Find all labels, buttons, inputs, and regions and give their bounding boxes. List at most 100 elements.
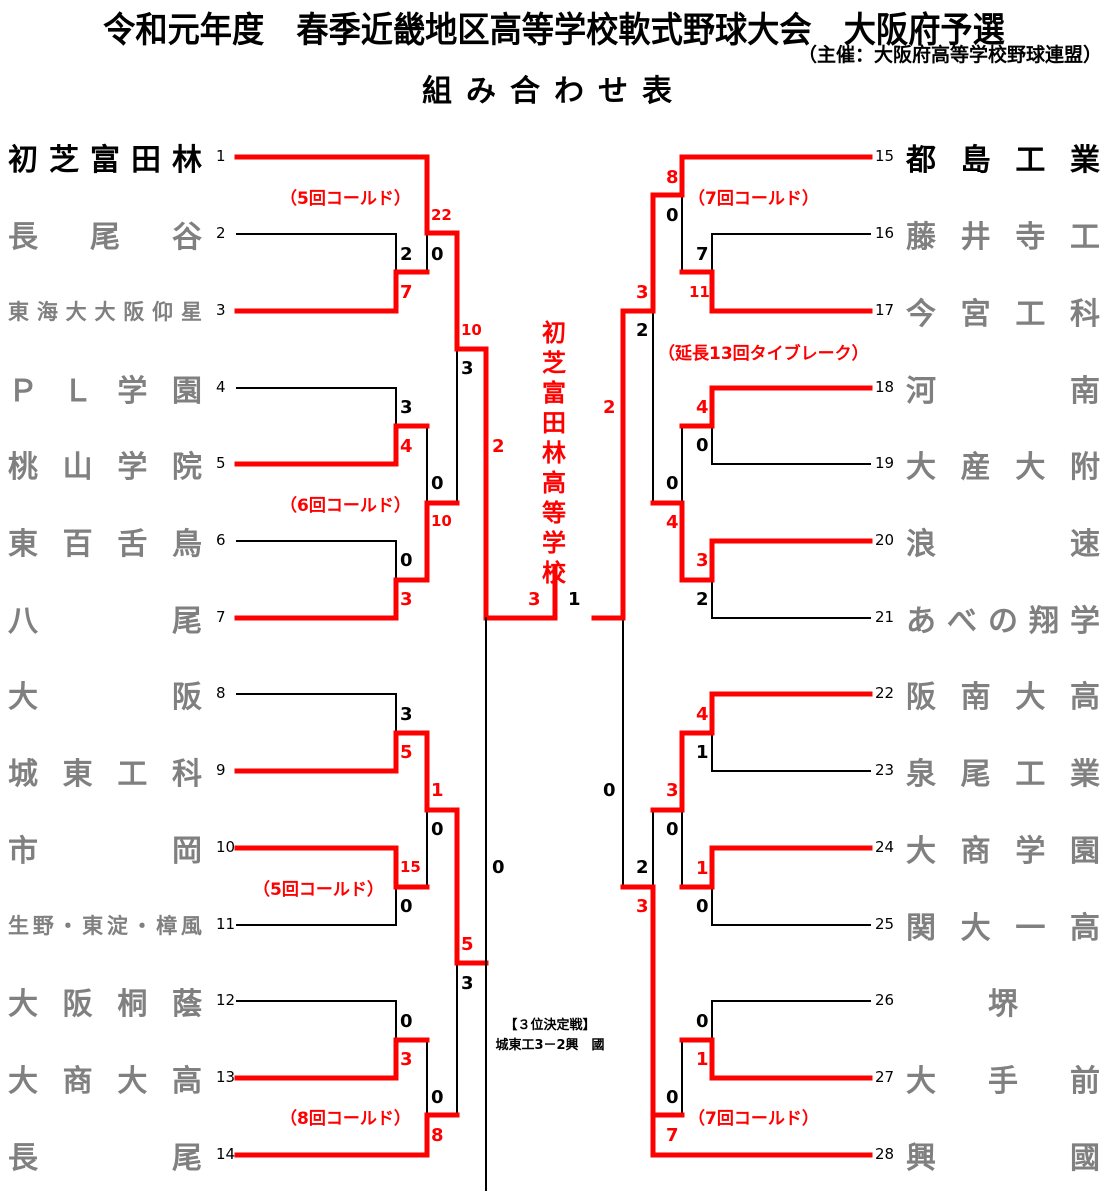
team-name-char: 大 bbox=[1015, 450, 1046, 485]
score: 0 bbox=[666, 205, 679, 226]
seed-number: 4 bbox=[216, 378, 226, 396]
team-name-char: 南 bbox=[1070, 374, 1100, 409]
team-name-char: 蔭 bbox=[171, 987, 202, 1022]
score: 0 bbox=[431, 473, 444, 494]
team-name-char: 商 bbox=[960, 834, 991, 869]
team-name-char: 桃 bbox=[8, 450, 38, 485]
team-name-char: 工 bbox=[1015, 297, 1046, 332]
score: 4 bbox=[696, 704, 709, 725]
game-note: （8回コールド） bbox=[280, 1109, 411, 1129]
score: 3 bbox=[696, 550, 709, 571]
score: 3 bbox=[400, 397, 413, 418]
team-name-char: 田 bbox=[131, 143, 161, 178]
line-team-2 bbox=[236, 233, 397, 273]
win-team-27 bbox=[679, 1037, 873, 1081]
team-name-char: 阪 bbox=[62, 987, 93, 1022]
team-name-char: 島 bbox=[960, 143, 991, 178]
line-team-8 bbox=[236, 693, 397, 734]
team-name-char: 東 bbox=[82, 914, 104, 938]
page-subtitle: 組み合わせ表 bbox=[422, 74, 686, 109]
team-name-char: 今 bbox=[906, 297, 936, 332]
team-name-char: 堺 bbox=[988, 987, 1018, 1022]
team-name-char: 生 bbox=[8, 914, 29, 938]
team-name-char: 工 bbox=[1015, 143, 1046, 178]
team-name-char: 大 bbox=[960, 911, 991, 946]
win-team-10 bbox=[234, 845, 430, 890]
team-name-char: 市 bbox=[8, 834, 38, 869]
team-name-char: 園 bbox=[171, 374, 202, 409]
score: 3 bbox=[400, 1049, 413, 1070]
team-name: 城東工科 bbox=[8, 751, 202, 792]
team-name: 長尾谷 bbox=[8, 214, 202, 255]
score: 1 bbox=[696, 742, 709, 763]
score: 1 bbox=[431, 780, 444, 801]
seed-number: 6 bbox=[216, 531, 226, 549]
third-place-box: 【３位決定戦】 城東工3－2興 國 bbox=[470, 1016, 630, 1056]
win-team-22 bbox=[650, 691, 873, 813]
team-name-char: 学 bbox=[117, 374, 148, 409]
team-name-char: べ bbox=[947, 604, 977, 639]
seed-number: 22 bbox=[875, 684, 895, 702]
line-team-21 bbox=[711, 579, 871, 619]
score: 0 bbox=[666, 473, 679, 494]
team-name-char: 阪 bbox=[123, 300, 145, 324]
score: 0 bbox=[696, 1011, 709, 1032]
score: 2 bbox=[400, 244, 413, 265]
team-name-char: ・ bbox=[57, 914, 79, 938]
team-name-char: 南 bbox=[960, 680, 991, 715]
score: 5 bbox=[400, 742, 413, 763]
team-name-char: 学 bbox=[117, 450, 148, 485]
win-team-3 bbox=[234, 269, 430, 314]
team-name-char: 速 bbox=[1070, 527, 1100, 562]
team-name-char: 芝 bbox=[49, 143, 79, 178]
score: 2 bbox=[603, 397, 616, 418]
team-name-char: 星 bbox=[180, 300, 202, 324]
score: 5 bbox=[461, 934, 474, 955]
team-name: 関大一高 bbox=[906, 905, 1100, 946]
seed-number: 12 bbox=[216, 991, 236, 1009]
win-team-14 bbox=[234, 1112, 460, 1158]
team-name-char: 國 bbox=[1070, 1141, 1100, 1176]
team-name-char: 学 bbox=[1015, 834, 1046, 869]
win-team-13 bbox=[234, 1037, 430, 1081]
organizer-label: （主催：大阪府高等学校野球連盟） bbox=[797, 44, 1102, 66]
seed-number: 28 bbox=[875, 1145, 895, 1163]
team-name-char: 工 bbox=[117, 757, 148, 792]
team-name-char: 商 bbox=[62, 1064, 93, 1099]
team-name-char: 院 bbox=[171, 450, 202, 485]
seed-number: 1 bbox=[216, 147, 226, 165]
seed-number: 16 bbox=[875, 224, 895, 242]
team-name-char: 宮 bbox=[960, 297, 991, 332]
team-name-char: 大 bbox=[906, 834, 936, 869]
game-note: （5回コールド） bbox=[253, 880, 384, 900]
team-name-char: 翔 bbox=[1029, 604, 1059, 639]
team-name: 初芝富田林 bbox=[8, 137, 202, 178]
team-name-char: 高 bbox=[1069, 680, 1100, 715]
team-name-char: 尾 bbox=[90, 220, 120, 255]
line-team-26 bbox=[711, 1000, 871, 1041]
seed-number: 21 bbox=[875, 608, 895, 626]
score: 7 bbox=[666, 1125, 679, 1146]
score: 3 bbox=[461, 973, 474, 994]
score: 0 bbox=[696, 435, 709, 456]
score: 3 bbox=[666, 780, 679, 801]
seed-number: 18 bbox=[875, 378, 895, 396]
team-name-char: 高 bbox=[171, 1064, 202, 1099]
team-name-char: 尾 bbox=[172, 1141, 202, 1176]
team-name-char: 井 bbox=[960, 220, 991, 255]
seed-number: 5 bbox=[216, 454, 226, 472]
win-team-20 bbox=[650, 500, 873, 583]
win-team-7 bbox=[234, 500, 460, 621]
team-name-char: 樟 bbox=[156, 914, 178, 938]
team-name-char: 長 bbox=[8, 1141, 38, 1176]
team-name-char: 大 bbox=[94, 300, 116, 324]
team-name-char: 東 bbox=[8, 300, 29, 324]
team-name: 都島工業 bbox=[906, 137, 1100, 178]
team-name-char: 大 bbox=[906, 450, 936, 485]
team-name-char: ・ bbox=[131, 914, 153, 938]
team-name-char: の bbox=[988, 604, 1018, 639]
seed-number: 13 bbox=[216, 1068, 236, 1086]
team-name-char: 淀 bbox=[106, 914, 128, 938]
win-team-5 bbox=[234, 423, 430, 467]
line-team-23 bbox=[711, 732, 871, 772]
